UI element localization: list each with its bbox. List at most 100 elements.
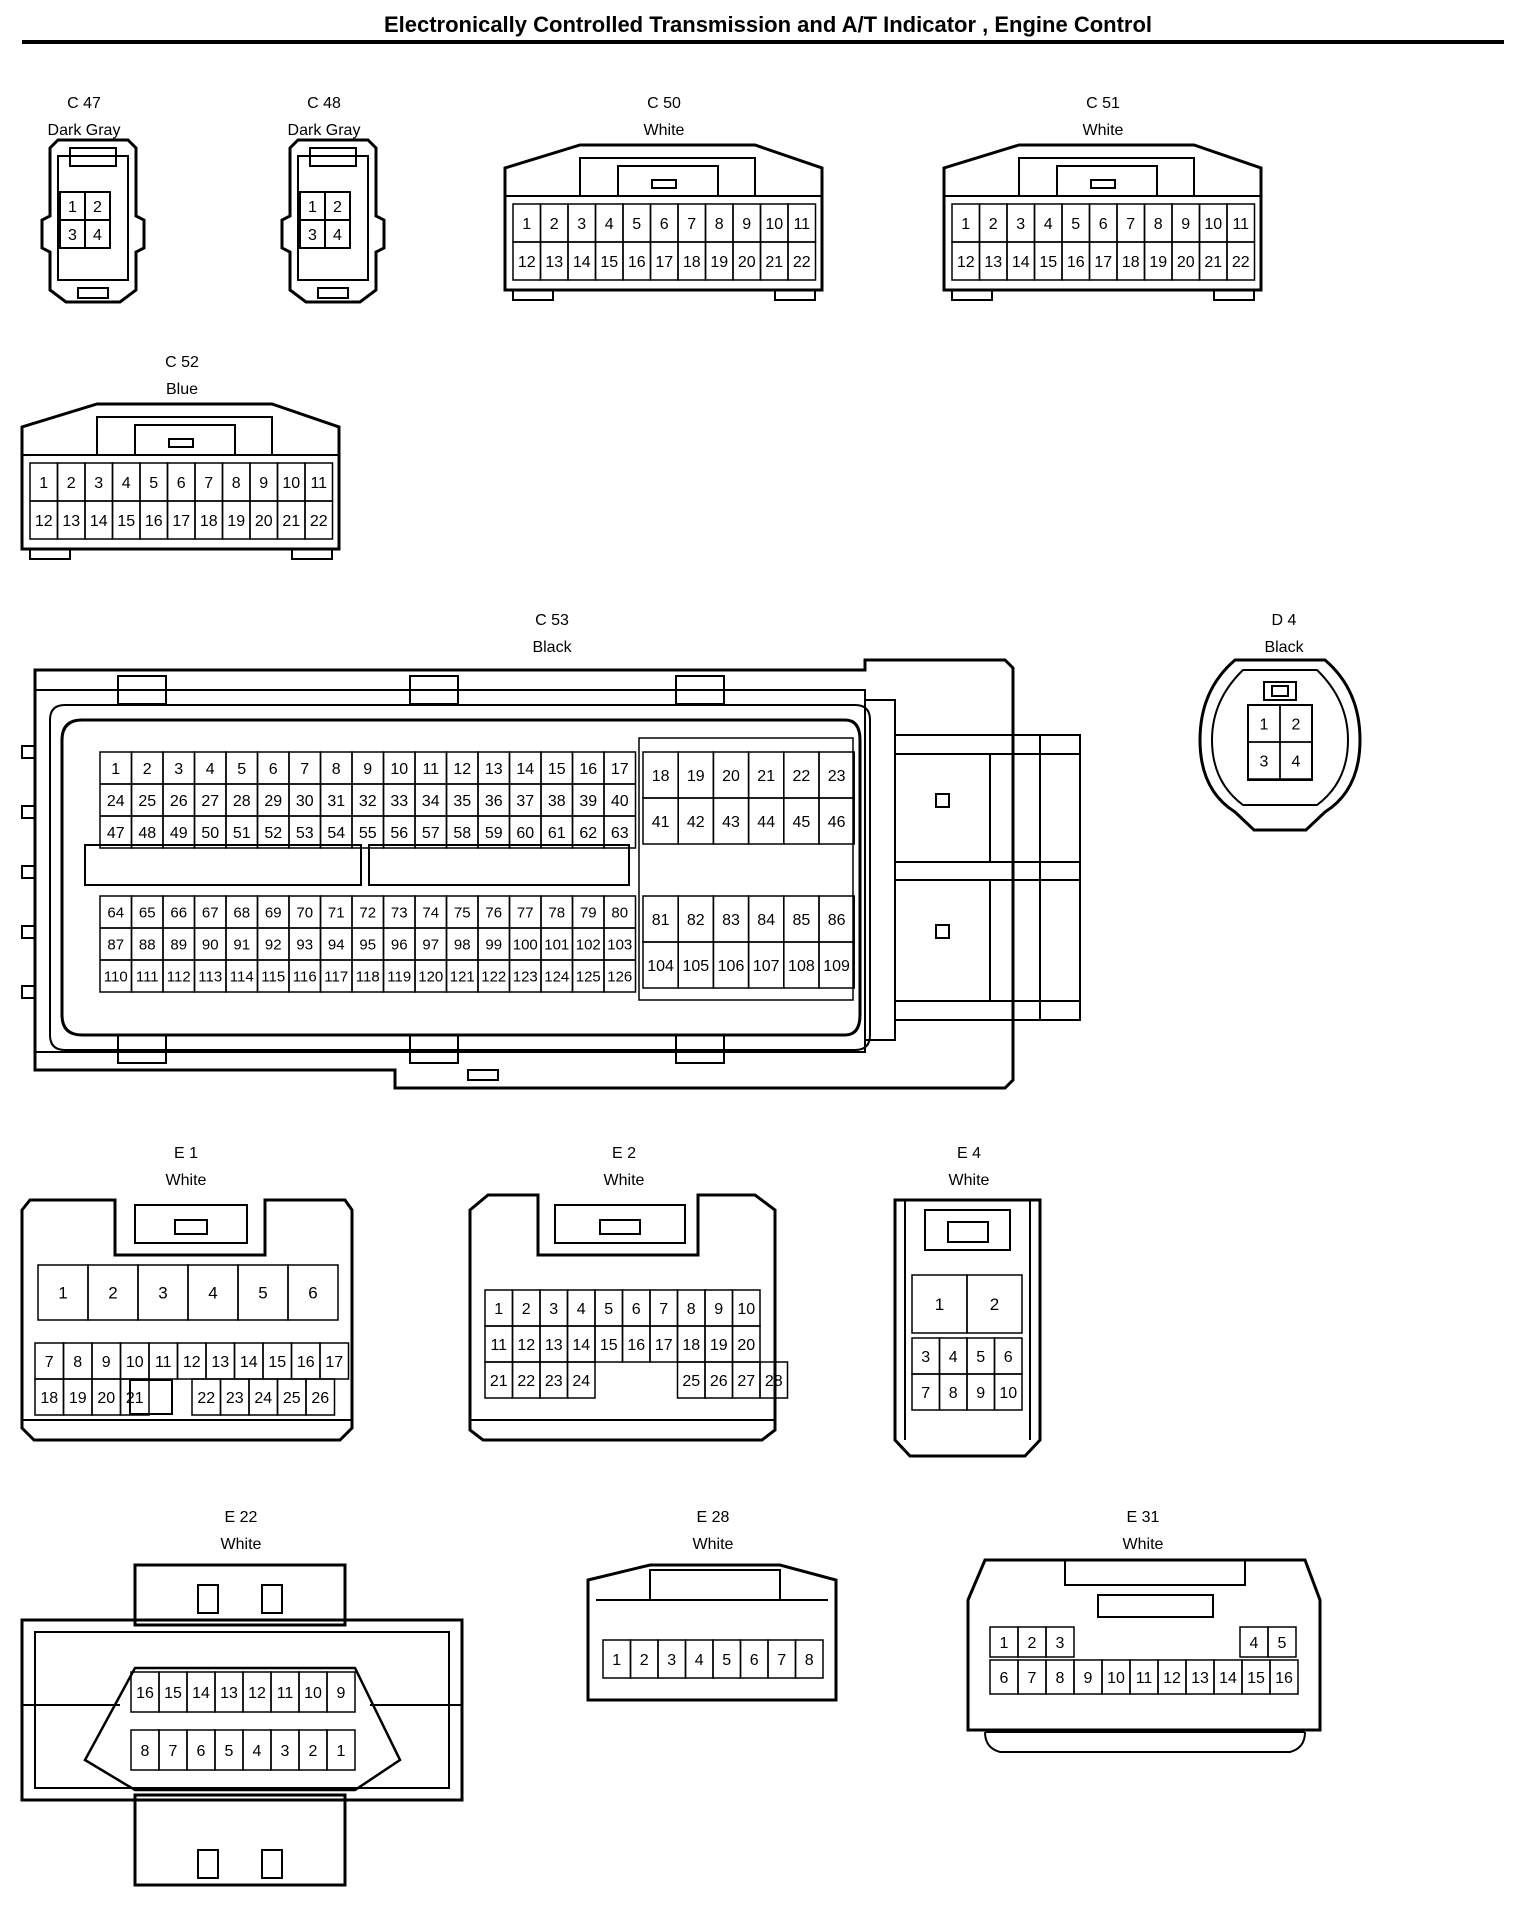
pin-number: 78 xyxy=(548,904,565,921)
pin-number: 4 xyxy=(695,1652,704,1669)
pin-number: 4 xyxy=(122,475,131,492)
pin-number: 2 xyxy=(67,475,76,492)
pin-number: 118 xyxy=(356,968,380,985)
pin-number: 22 xyxy=(310,513,328,530)
pin-number: 22 xyxy=(1232,254,1250,271)
pin-number: 4 xyxy=(1044,216,1053,233)
pin-number: 4 xyxy=(333,227,342,244)
pin-number: 7 xyxy=(169,1743,178,1760)
pin-number: 12 xyxy=(248,1685,266,1702)
pin-number: 68 xyxy=(233,904,250,921)
pin-number: 14 xyxy=(90,513,108,530)
pin-number: 21 xyxy=(490,1373,508,1390)
pin-number: 37 xyxy=(516,793,534,810)
pin-number: 106 xyxy=(718,958,745,975)
pin-number: 6 xyxy=(197,1743,206,1760)
pin-number: 28 xyxy=(233,793,251,810)
pin-number: 1 xyxy=(111,761,120,778)
pin-number: 9 xyxy=(976,1385,985,1402)
pin-number: 89 xyxy=(170,936,187,953)
pin-number: 18 xyxy=(1122,254,1140,271)
pin-number: 12 xyxy=(518,254,536,271)
pin-number: 30 xyxy=(296,793,314,810)
pin-number: 18 xyxy=(200,513,218,530)
pin-number: 1 xyxy=(58,1284,67,1303)
pin-cell xyxy=(818,797,855,845)
pin-number: 7 xyxy=(687,216,696,233)
pin-number: 20 xyxy=(738,254,756,271)
pin-number: 100 xyxy=(513,936,538,953)
pin-number: 120 xyxy=(418,968,443,985)
pin-number: 3 xyxy=(94,475,103,492)
pin-number: 5 xyxy=(632,216,641,233)
pin-number: 15 xyxy=(1039,254,1057,271)
pin-number: 20 xyxy=(1177,254,1195,271)
pin-number: 17 xyxy=(172,513,190,530)
pin-cell xyxy=(1267,1626,1297,1658)
pin-cell xyxy=(993,1373,1023,1411)
pin-number: 11 xyxy=(422,761,439,778)
pin-number: 4 xyxy=(208,1284,217,1303)
connector-c50-body xyxy=(503,143,824,301)
pin-number: 27 xyxy=(201,793,219,810)
pin-number: 17 xyxy=(611,761,629,778)
pin-number: 10 xyxy=(304,1685,322,1702)
pin-number: 24 xyxy=(572,1373,590,1390)
pin-number: 10 xyxy=(390,761,408,778)
pin-number: 55 xyxy=(359,825,377,842)
pin-number: 4 xyxy=(253,1743,262,1760)
pin-number: 57 xyxy=(422,825,440,842)
pin-number: 18 xyxy=(652,768,670,785)
pin-cell xyxy=(1269,1659,1299,1695)
connector-e4-body xyxy=(893,1198,1042,1458)
pin-number: 2 xyxy=(522,1301,531,1318)
pin-number: 4 xyxy=(206,761,215,778)
pin-number: 13 xyxy=(545,254,563,271)
pin-number: 23 xyxy=(226,1390,244,1407)
pin-cell xyxy=(794,1639,824,1679)
pin-number: 15 xyxy=(600,1337,618,1354)
pin-number: 109 xyxy=(823,958,850,975)
pin-number: 97 xyxy=(422,936,439,953)
pin-number: 71 xyxy=(328,904,345,921)
pin-number: 14 xyxy=(572,1337,590,1354)
connector-color: White xyxy=(220,1536,262,1553)
pin-number: 6 xyxy=(308,1284,317,1303)
pin-number: 4 xyxy=(1250,1635,1259,1652)
pin-number: 125 xyxy=(576,968,601,985)
pin-number: 1 xyxy=(935,1295,944,1314)
pin-number: 7 xyxy=(1126,216,1135,233)
pin-number: 2 xyxy=(550,216,559,233)
pin-number: 112 xyxy=(167,968,191,985)
pin-number: 111 xyxy=(136,968,159,985)
pin-number: 17 xyxy=(1094,254,1112,271)
pin-number: 15 xyxy=(600,254,618,271)
pin-number: 13 xyxy=(220,1685,238,1702)
pin-number: 13 xyxy=(545,1337,563,1354)
pin-number: 98 xyxy=(454,936,471,953)
pin-number: 5 xyxy=(1278,1635,1287,1652)
pin-number: 31 xyxy=(327,793,345,810)
pin-number: 103 xyxy=(607,936,632,953)
pin-number: 7 xyxy=(921,1385,930,1402)
pin-number: 10 xyxy=(1107,1670,1125,1687)
pin-number: 2 xyxy=(309,1743,318,1760)
pin-number: 1 xyxy=(1260,716,1269,733)
pin-number: 123 xyxy=(513,968,538,985)
pin-number: 26 xyxy=(311,1390,329,1407)
pin-number: 19 xyxy=(69,1390,87,1407)
pin-number: 63 xyxy=(611,825,629,842)
pin-number: 15 xyxy=(268,1354,286,1371)
pin-number: 1 xyxy=(522,216,531,233)
pin-number: 54 xyxy=(327,825,345,842)
pin-number: 8 xyxy=(687,1301,696,1318)
connector-id: E 31 xyxy=(1126,1509,1160,1526)
